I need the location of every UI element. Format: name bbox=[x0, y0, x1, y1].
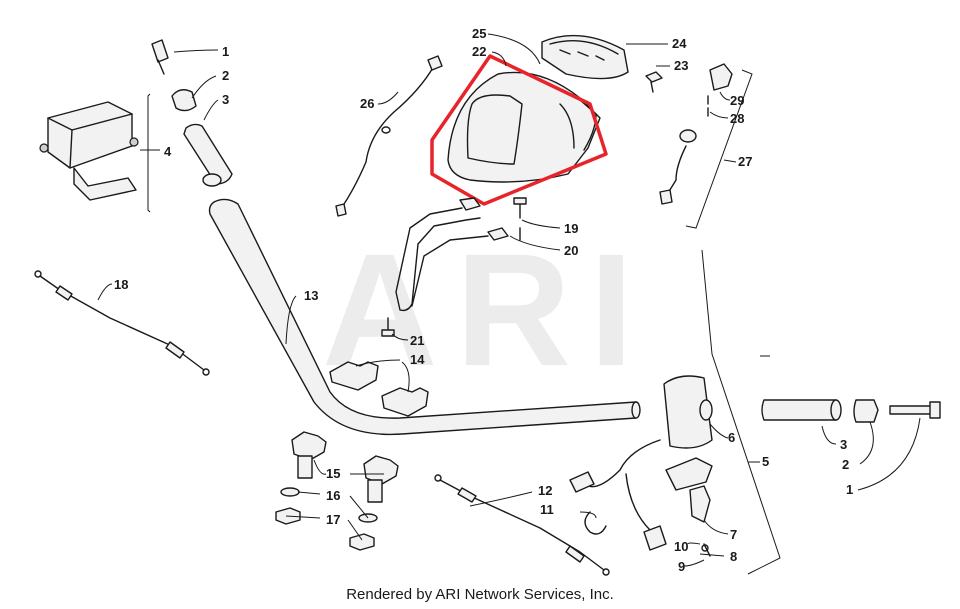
callout-8: 8 bbox=[730, 549, 737, 564]
callout-11: 11 bbox=[540, 502, 554, 517]
callout-26: 26 bbox=[360, 96, 374, 111]
callout-5: 5 bbox=[762, 454, 769, 469]
throttle-lever-parts[interactable] bbox=[584, 457, 713, 557]
handlebar-clamp-upper[interactable] bbox=[329, 361, 429, 417]
speedometer-cable[interactable] bbox=[335, 55, 443, 217]
callout-10: 10 bbox=[674, 539, 688, 554]
callout-16: 16 bbox=[326, 488, 340, 503]
footer-credit: Rendered by ARI Network Services, Inc. bbox=[346, 586, 614, 603]
callout-25: 25 bbox=[472, 26, 486, 41]
callout-2-left: 2 bbox=[222, 68, 229, 83]
callout-4: 4 bbox=[164, 144, 172, 159]
callout-3-left: 3 bbox=[222, 92, 229, 107]
callout-29: 29 bbox=[730, 93, 744, 108]
callout-20: 20 bbox=[564, 243, 578, 258]
brake-cable[interactable] bbox=[434, 474, 610, 576]
right-grip-assembly[interactable] bbox=[761, 399, 941, 423]
pod-bracket[interactable] bbox=[381, 197, 527, 337]
callout-14: 14 bbox=[410, 352, 425, 367]
callout-6: 6 bbox=[728, 430, 735, 445]
callout-21: 21 bbox=[410, 333, 424, 348]
callout-3-right: 3 bbox=[840, 437, 847, 452]
callout-1-left: 1 bbox=[222, 44, 229, 59]
callout-1-right: 1 bbox=[846, 482, 853, 497]
speedometer[interactable] bbox=[541, 34, 663, 93]
callout-19: 19 bbox=[564, 221, 578, 236]
left-grip-assembly[interactable] bbox=[151, 39, 233, 187]
callout-12: 12 bbox=[538, 483, 552, 498]
throttle-cable[interactable] bbox=[34, 270, 210, 376]
callout-18: 18 bbox=[114, 277, 128, 292]
callout-24: 24 bbox=[672, 36, 687, 51]
switch-housing[interactable] bbox=[569, 375, 713, 551]
callout-labels: 1 2 3 4 18 13 14 15 16 17 12 11 5 6 7 8 … bbox=[114, 26, 853, 574]
ignition-switch[interactable] bbox=[659, 63, 733, 205]
highlight-outline bbox=[430, 54, 608, 206]
callout-2-right: 2 bbox=[842, 457, 849, 472]
callout-17: 17 bbox=[326, 512, 340, 527]
instrument-pod[interactable] bbox=[447, 71, 601, 183]
callout-23: 23 bbox=[674, 58, 688, 73]
brake-master-cylinder[interactable] bbox=[39, 101, 139, 201]
callout-28: 28 bbox=[730, 111, 744, 126]
callout-13: 13 bbox=[304, 288, 318, 303]
callout-27: 27 bbox=[738, 154, 752, 169]
callout-7: 7 bbox=[730, 527, 737, 542]
callout-15: 15 bbox=[326, 466, 340, 481]
handlebar[interactable] bbox=[208, 198, 641, 436]
callout-9: 9 bbox=[678, 559, 685, 574]
callout-22: 22 bbox=[472, 44, 486, 59]
leader-lines bbox=[97, 33, 921, 575]
